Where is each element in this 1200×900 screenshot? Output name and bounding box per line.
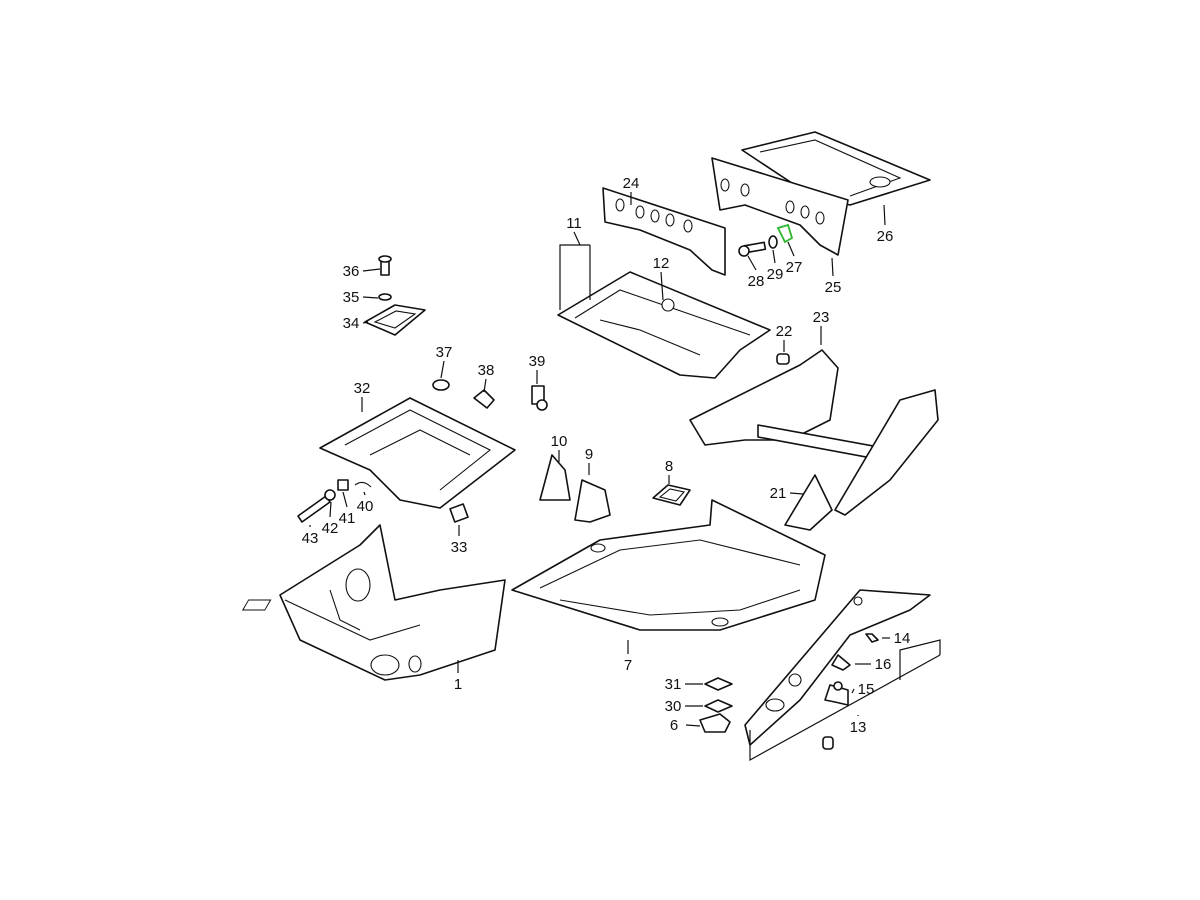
part-34-cover: [364, 304, 426, 336]
callout-16: 16: [875, 656, 892, 673]
callout-6: 6: [670, 717, 678, 734]
leader-line-11: [573, 231, 581, 246]
leader-line-37: [440, 360, 445, 379]
part-bushing-lower: [822, 736, 834, 750]
part-21-bracket: [784, 474, 833, 531]
callout-24: 24: [623, 175, 640, 192]
part-28-bolt: [738, 241, 767, 257]
part-35-washer: [378, 293, 392, 301]
callout-42: 42: [322, 520, 339, 537]
callout-15: 15: [858, 681, 875, 698]
leader-line-21: [789, 492, 804, 495]
part-24-bulkhead: [602, 187, 726, 276]
part-13-side-member: [744, 589, 931, 746]
callout-38: 38: [478, 362, 495, 379]
part-6-mount: [699, 713, 731, 733]
leader-line-34: [362, 321, 369, 324]
part-29-washer: [768, 235, 778, 249]
callout-8: 8: [665, 458, 673, 475]
callout-25: 25: [825, 279, 842, 296]
callout-28: 28: [748, 273, 765, 290]
part-10-bracket: [539, 454, 571, 501]
callout-29: 29: [767, 266, 784, 283]
leader-line-40: [363, 491, 366, 496]
part-11-front-floor: [557, 271, 771, 379]
part-38-clip: [473, 389, 495, 409]
callout-10: 10: [551, 433, 568, 450]
part-16-bracket: [831, 654, 851, 671]
callout-12: 12: [653, 255, 670, 272]
leader-line-28: [747, 255, 757, 271]
part-32-center-floor: [319, 397, 516, 509]
leader-line-26: [883, 204, 886, 226]
part-36-screw: [378, 255, 392, 276]
part-25-rear-wall: [711, 157, 849, 256]
leader-line-29: [772, 249, 776, 264]
leader-line-35: [362, 296, 379, 299]
callout-23: 23: [813, 309, 830, 326]
leader-line-25: [831, 257, 834, 277]
part-40-clip: [354, 481, 372, 488]
callout-7: 7: [624, 657, 632, 674]
callout-13: 13: [850, 719, 867, 736]
callout-35: 35: [343, 289, 360, 306]
callout-31: 31: [665, 676, 682, 693]
part-8-cover: [652, 484, 691, 506]
callout-37: 37: [436, 344, 453, 361]
callout-1: 1: [454, 676, 462, 693]
callout-11: 11: [566, 215, 582, 232]
part-31-pad: [704, 677, 733, 691]
part-22-bushing: [776, 353, 790, 365]
leader-line-15: [851, 688, 855, 694]
part-14-screw: [865, 633, 879, 643]
callout-43: 43: [302, 530, 319, 547]
part-42-nut: [324, 489, 336, 501]
part-41-nut: [337, 479, 349, 491]
leader-line-36: [362, 268, 381, 272]
part-15-mount: [824, 681, 849, 706]
callout-41: 41: [339, 510, 356, 527]
callout-32: 32: [354, 380, 371, 397]
part-1-front-assembly: [279, 524, 506, 681]
leader-line-41: [342, 491, 348, 508]
group-bracket-line: [749, 654, 941, 762]
leader-line-6: [685, 724, 701, 727]
callout-22: 22: [776, 323, 793, 340]
leader-line-38: [483, 378, 487, 393]
callout-14: 14: [894, 630, 911, 647]
callout-40: 40: [357, 498, 374, 515]
leader-line-12: [660, 271, 664, 301]
callout-27: 27: [786, 259, 803, 276]
part-23-crossmember: [689, 349, 939, 516]
part-39-bracket: [531, 385, 548, 411]
part-27-bracket-highlighted: [776, 223, 794, 244]
group-bracket-line: [899, 639, 941, 680]
part-37-grommet: [432, 379, 450, 391]
part-33-plate: [449, 503, 469, 523]
callout-21: 21: [770, 485, 787, 502]
callout-33: 33: [451, 539, 468, 556]
group-bracket-line: [559, 244, 590, 310]
part-7-main-floor: [241, 499, 826, 631]
callout-34: 34: [343, 315, 360, 332]
callout-39: 39: [529, 353, 546, 370]
callout-26: 26: [877, 228, 894, 245]
leader-line-42: [329, 501, 332, 518]
callout-leader-lines: [309, 192, 941, 762]
leader-line-27: [787, 241, 795, 257]
callout-30: 30: [665, 698, 682, 715]
part-43-bolt: [297, 495, 331, 523]
part-9-bracket: [574, 479, 611, 523]
part-30-pad: [704, 699, 733, 713]
callout-36: 36: [343, 263, 360, 280]
callout-9: 9: [585, 446, 593, 463]
